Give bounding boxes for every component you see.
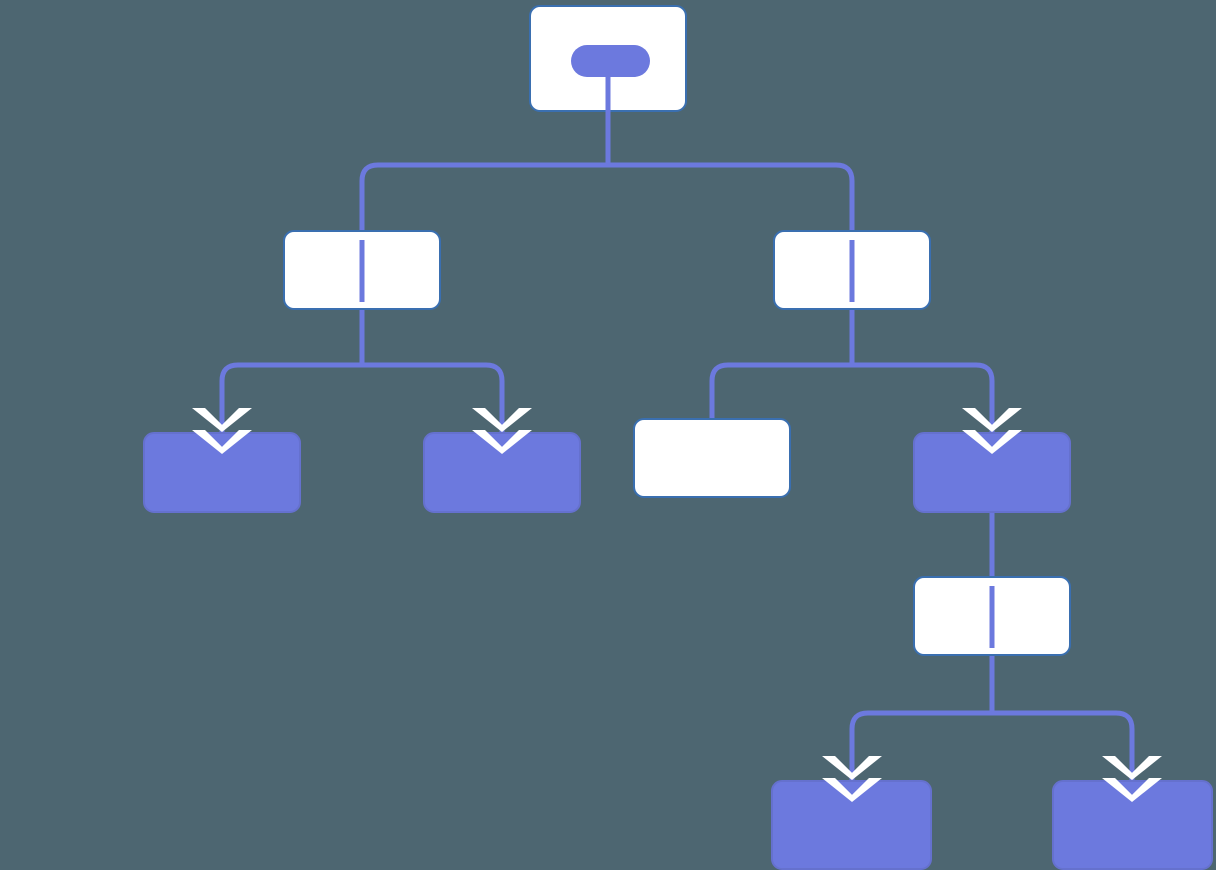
white-node[interactable]: [283, 230, 441, 310]
white-node[interactable]: [913, 576, 1071, 656]
filled-node[interactable]: [1052, 780, 1213, 870]
filled-node[interactable]: [143, 432, 301, 513]
filled-node[interactable]: [423, 432, 581, 513]
white-node[interactable]: [633, 418, 791, 498]
filled-node[interactable]: [913, 432, 1071, 513]
white-node[interactable]: [529, 5, 687, 112]
white-node[interactable]: [773, 230, 931, 310]
root-pill-badge: [571, 45, 650, 77]
filled-node[interactable]: [771, 780, 932, 870]
